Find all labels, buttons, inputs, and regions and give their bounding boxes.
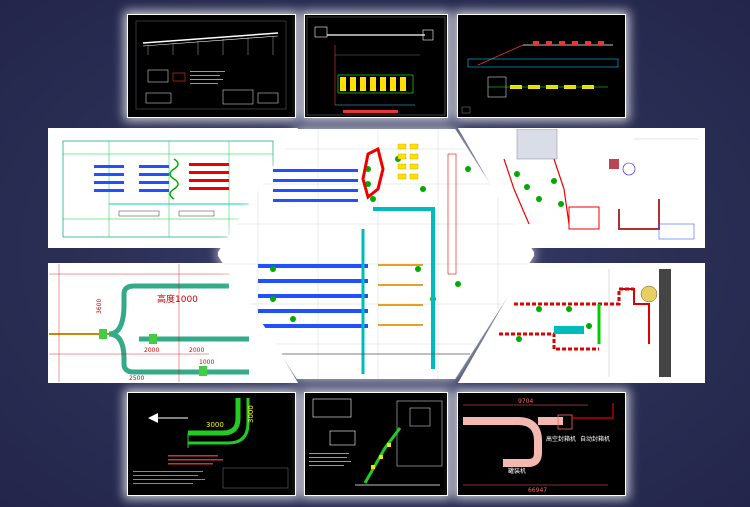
dim-label: 3600 [96, 299, 103, 314]
dim-label: 66947 [528, 487, 547, 494]
machine-label: 自动封箱机 [580, 435, 610, 443]
dim-label: 2000 [189, 347, 204, 354]
curved-conveyor-drawing: 3000 3000 [133, 398, 289, 489]
height-label: 高度1000 [157, 293, 198, 305]
conveyor-layout-drawing [135, 20, 287, 110]
cad-panel-center-hex[interactable] [218, 129, 534, 379]
dim-label: 1000 [199, 359, 214, 366]
machine-label: 高空封箱机 [546, 435, 576, 443]
conveyor-plan-drawing [306, 16, 446, 116]
dim-label: 2500 [129, 375, 144, 382]
dim-label: 9704 [518, 398, 533, 405]
bottling-line-plan [499, 269, 671, 377]
pipe-routing-drawing: 高度1000 3600 2000 2000 1000 2500 [49, 264, 297, 382]
dim-label: 3000 [206, 421, 224, 429]
cad-panel-top-right[interactable] [457, 14, 626, 118]
main-factory-layout [218, 129, 534, 379]
packing-line-plan: 9704 高空封箱机 自动封箱机 罐装机 66947 [463, 398, 614, 494]
cad-panel-top-left[interactable] [127, 14, 296, 118]
dim-label: 3000 [247, 405, 255, 423]
dim-label: 2000 [144, 347, 159, 354]
cad-panel-bottom-left[interactable]: 3000 3000 [127, 392, 296, 496]
cad-panel-bottom-right[interactable]: 9704 高空封箱机 自动封箱机 罐装机 66947 [457, 392, 626, 496]
cad-panel-top-center[interactable] [304, 14, 448, 118]
cad-panel-bottom-center[interactable] [304, 392, 448, 496]
machine-label: 罐装机 [508, 467, 526, 475]
machine-detail-drawing [309, 398, 443, 486]
factory-floor-plan [62, 140, 274, 238]
line-elevation-drawing [461, 41, 619, 114]
can-line-plan [503, 129, 699, 240]
